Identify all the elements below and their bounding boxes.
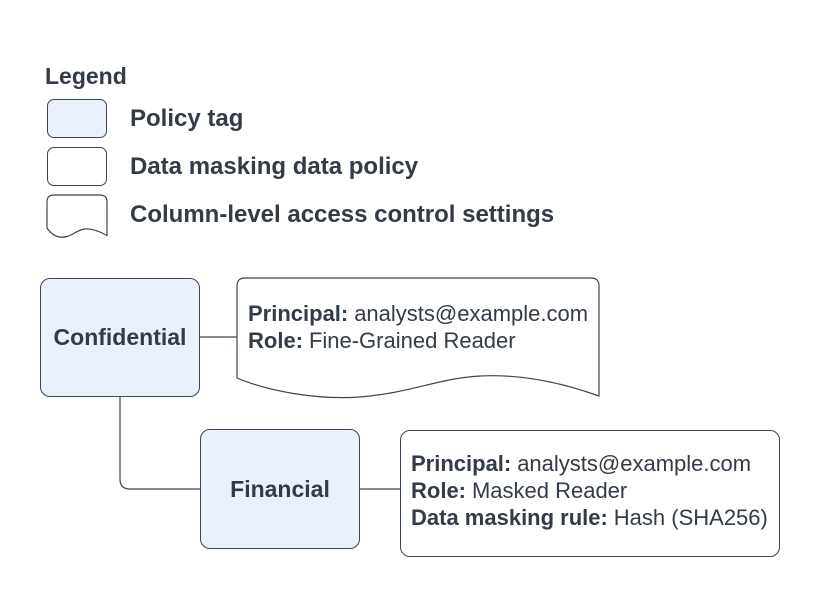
legend-item-policy-tag: Policy tag [47, 99, 243, 138]
field-line: Principal:analysts@example.com [248, 300, 588, 327]
field-value: Masked Reader [471, 478, 628, 503]
policy-tag-financial: Financial [200, 429, 360, 549]
data-policy-swatch [47, 147, 107, 186]
field-value: Fine-Grained Reader [308, 328, 516, 353]
node-label: Confidential [53, 324, 187, 350]
policy-tag-confidential: Confidential [40, 278, 200, 397]
access-control-fields: Principal:analysts@example.com Role:Fine… [248, 300, 588, 354]
legend-item-label: Data masking data policy [130, 152, 419, 180]
field-name: Principal: [248, 301, 349, 326]
connector-confidential-financial [119, 397, 200, 490]
legend-title: Legend [45, 63, 127, 89]
legend-item-access-control: Column-level access control settings [46, 194, 555, 238]
access-control-swatch [46, 194, 108, 238]
field-value: analysts@example.com [517, 451, 752, 476]
field-line: Data masking rule:Hash (SHA256) [411, 504, 779, 531]
field-name: Data masking rule: [411, 505, 608, 530]
field-line: Principal:analysts@example.com [411, 450, 779, 477]
field-line: Role:Masked Reader [411, 477, 779, 504]
field-name: Role: [411, 478, 466, 503]
data-policy-card: Principal:analysts@example.com Role:Mask… [400, 430, 780, 557]
document-shape [236, 277, 600, 399]
field-name: Role: [248, 328, 303, 353]
legend-item-label: Policy tag [130, 104, 244, 132]
legend-item-label: Column-level access control settings [130, 200, 555, 228]
document-shape-icon [46, 194, 108, 238]
legend-item-data-policy: Data masking data policy [47, 147, 418, 186]
field-name: Principal: [411, 451, 512, 476]
field-line: Role:Fine-Grained Reader [248, 327, 588, 354]
field-value: Hash (SHA256) [613, 505, 768, 530]
node-label: Financial [230, 475, 330, 502]
field-value: analysts@example.com [354, 301, 589, 326]
policy-tag-swatch [47, 99, 107, 138]
access-control-settings-card: Principal:analysts@example.com Role:Fine… [236, 277, 600, 399]
